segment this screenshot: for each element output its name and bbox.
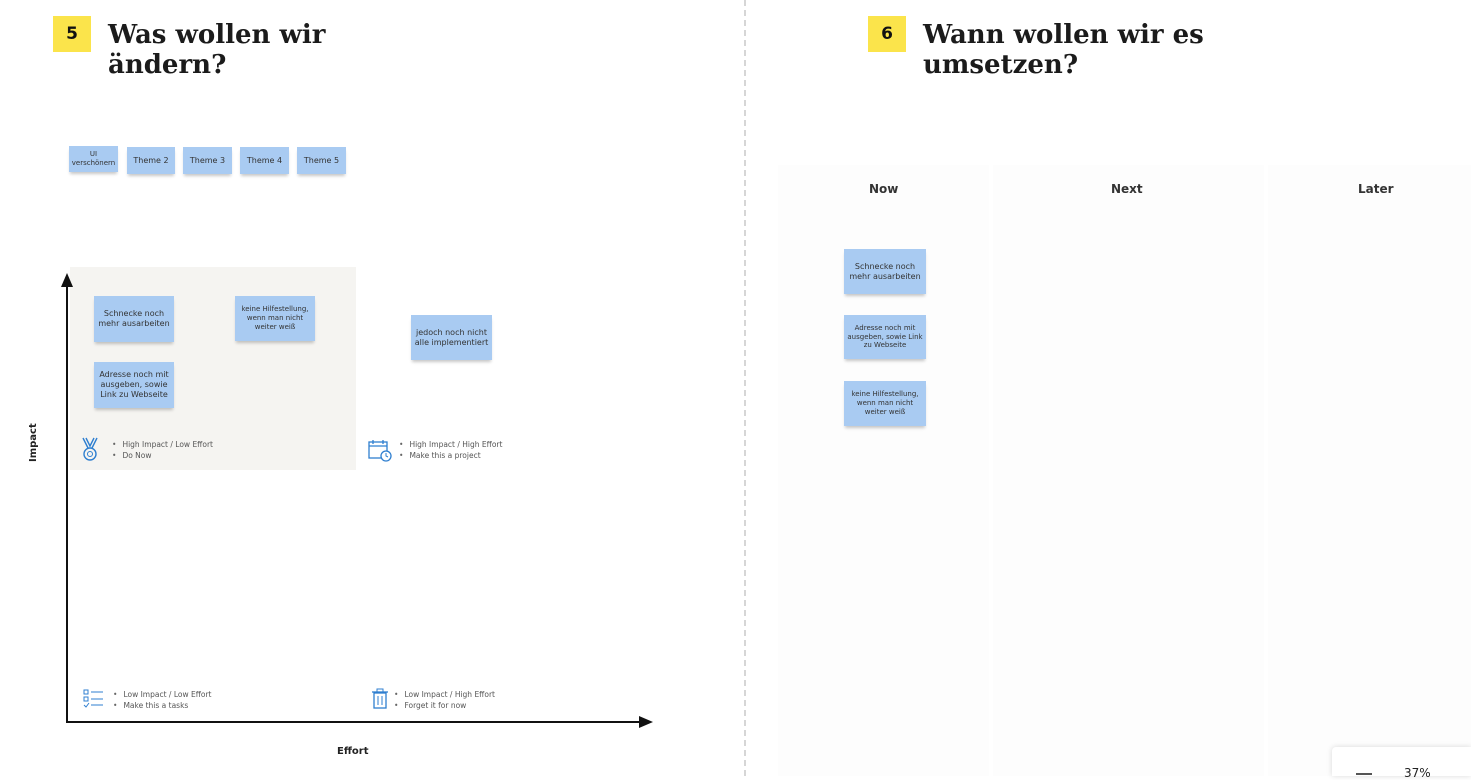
matrix-note[interactable]: jedoch noch nicht alle implementiert [411, 315, 492, 360]
section-title-line1: Was wollen wir [108, 20, 326, 50]
column-header-later: Later [1358, 182, 1394, 196]
matrix-note[interactable]: Adresse noch mit ausgeben, sowie Link zu… [94, 362, 174, 408]
theme-note[interactable]: Theme 4 [240, 147, 289, 174]
legend-line: Make this a tasks [113, 700, 212, 711]
calendar-clock-icon [368, 440, 392, 462]
legend-line: Do Now [112, 450, 213, 461]
theme-note[interactable]: Theme 5 [297, 147, 346, 174]
legend-line: Make this a project [399, 450, 502, 461]
y-axis-label: Impact [28, 423, 39, 462]
legend-line: Forget it for now [394, 700, 495, 711]
zoom-out-icon[interactable] [1356, 773, 1372, 775]
section-number-badge: 5 [53, 16, 91, 52]
section-title-line1: Wann wollen wir es [923, 20, 1204, 50]
legend-line: High Impact / Low Effort [112, 439, 213, 450]
section-number-badge: 6 [868, 16, 906, 52]
section-title-line2: ändern? [108, 50, 227, 80]
column-later [1268, 165, 1471, 776]
matrix-axes [61, 273, 653, 728]
section-divider [744, 0, 746, 776]
medal-icon [82, 437, 98, 461]
now-note[interactable]: Schnecke noch mehr ausarbeiten [844, 249, 926, 294]
legend-bottom-left: Low Impact / Low Effort Make this a task… [113, 689, 212, 711]
zoom-level[interactable]: 37% [1404, 766, 1431, 780]
trash-icon [372, 688, 388, 709]
column-header-next: Next [1111, 182, 1143, 196]
zoom-control[interactable] [1332, 747, 1471, 776]
section-title-line2: umsetzen? [923, 50, 1079, 80]
matrix-note[interactable]: Schnecke noch mehr ausarbeiten [94, 296, 174, 342]
theme-note[interactable]: Theme 2 [127, 147, 175, 174]
column-next [993, 165, 1264, 776]
legend-bottom-right: Low Impact / High Effort Forget it for n… [394, 689, 495, 711]
theme-note[interactable]: UI verschönern [69, 146, 118, 172]
now-note[interactable]: Adresse noch mit ausgeben, sowie Link zu… [844, 315, 926, 359]
now-note[interactable]: keine Hilfestellung, wenn man nicht weit… [844, 381, 926, 426]
column-header-now: Now [869, 182, 899, 196]
matrix-note[interactable]: keine Hilfestellung, wenn man nicht weit… [235, 296, 315, 341]
legend-line: Low Impact / Low Effort [113, 689, 211, 700]
legend-line: Low Impact / High Effort [394, 689, 495, 700]
checklist-icon [83, 689, 103, 708]
legend-top-right: High Impact / High Effort Make this a pr… [399, 439, 502, 461]
section-title: Wann wollen wir es umsetzen? [923, 20, 1204, 80]
legend-top-left: High Impact / Low Effort Do Now [112, 439, 213, 461]
theme-note[interactable]: Theme 3 [183, 147, 232, 174]
section-title: Was wollen wir ändern? [108, 20, 325, 80]
legend-line: High Impact / High Effort [399, 439, 502, 450]
x-axis-label: Effort [337, 746, 369, 757]
